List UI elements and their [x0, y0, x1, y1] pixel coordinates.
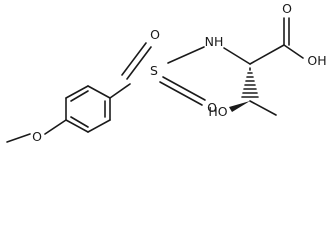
bond-s-o-left-a — [121, 42, 147, 76]
sulfonyl-oxygen-left-label: O — [150, 27, 160, 42]
carbonyl-oxygen-label: O — [282, 1, 292, 16]
bond-methyl-o — [6, 133, 31, 143]
methoxy-oxygen-label: O — [32, 129, 42, 144]
bond-o-ring — [44, 119, 67, 135]
bond-ring-sulfur — [109, 83, 131, 99]
bold-wedge-bond — [229, 101, 250, 112]
benzene-ring — [65, 85, 111, 133]
hydroxyl-label: HO — [208, 104, 227, 119]
bond-cbeta-methyl — [249, 100, 277, 116]
sulfur-label: S — [150, 63, 158, 78]
molecule-diagram: O O S O NH O OH HO — [6, 1, 327, 144]
bond-calpha-carboxyl — [249, 44, 285, 65]
bond-s-o-bottom-b — [159, 81, 203, 106]
bond-s-o-left-b — [126, 46, 152, 80]
amine-nh-label: NH — [205, 34, 224, 49]
bond-c-oh — [283, 44, 304, 59]
sulfonyl-oxygen-bottom-label: O — [207, 100, 217, 115]
bond-s-o-bottom-a — [162, 76, 206, 101]
bond-n-calpha — [223, 47, 251, 65]
structure-canvas: O O S O NH O OH HO — [6, 1, 327, 144]
hashed-wedge-bond — [241, 67, 259, 98]
bond-s-n — [167, 46, 205, 64]
acid-hydroxyl-label: OH — [307, 53, 326, 68]
